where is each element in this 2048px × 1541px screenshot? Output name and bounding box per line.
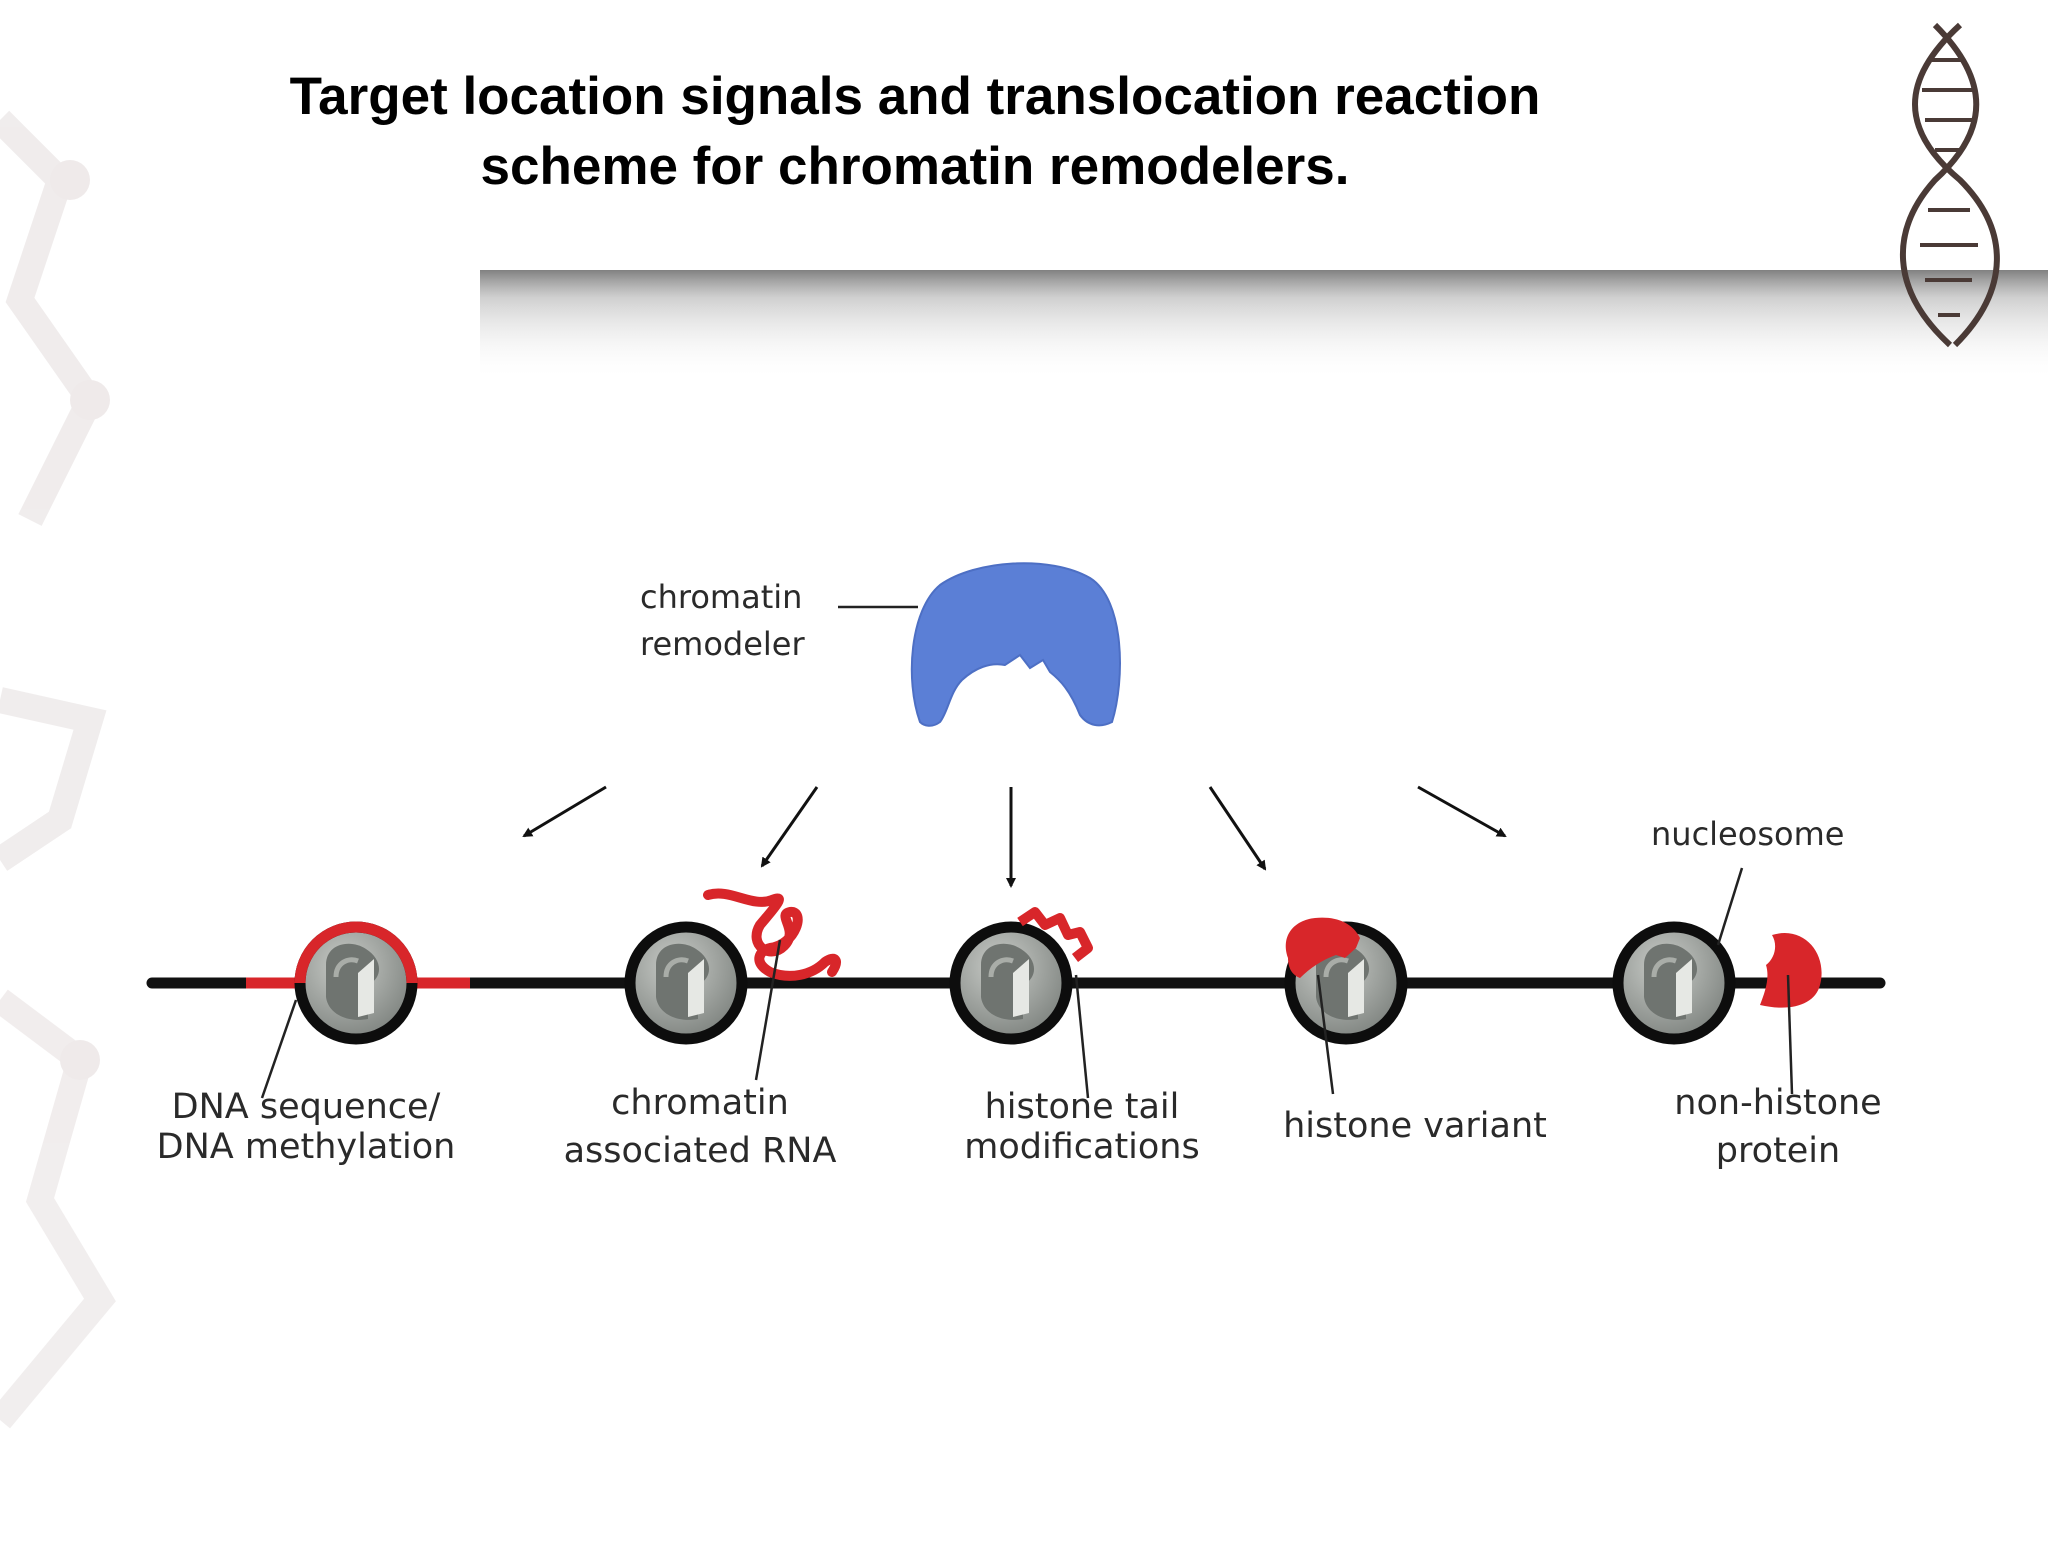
arrow-4 — [1208, 786, 1267, 871]
remodeler-label-line1: chromatin — [640, 578, 802, 616]
slide-title-line1: Target location signals and translocatio… — [289, 67, 1541, 126]
signal-3-label-line2: modifications — [964, 1127, 1199, 1167]
nucleosome-2 — [630, 927, 742, 1039]
slide-title: Target location signals and translocatio… — [160, 62, 1670, 202]
signal-1-label-line2: DNA methylation — [157, 1127, 456, 1167]
nucleosome-3 — [955, 927, 1067, 1039]
rna-strand — [703, 888, 841, 981]
signal-3-label-line1: histone tail — [985, 1087, 1180, 1127]
slide-title-line2: scheme for chromatin remodelers. — [480, 137, 1350, 196]
signal-2-label-line1: chromatin — [611, 1083, 789, 1123]
signal-histone-variant — [1285, 917, 1402, 1095]
signal-1-label-line1: DNA sequence/ — [172, 1087, 441, 1127]
translocation-arrows — [522, 785, 1507, 888]
signal-chromatin-rna — [630, 888, 841, 1081]
nucleosome-label: nucleosome — [1651, 815, 1844, 853]
arrow-5 — [1417, 785, 1507, 838]
tail-modification — [1017, 907, 1093, 962]
non-histone-protein-shape — [1760, 933, 1822, 1008]
header-divider-band — [480, 270, 2048, 380]
signal-non-histone-protein — [1618, 867, 1822, 1095]
arrow-1 — [522, 785, 607, 838]
chromatin-remodeler-shape — [910, 562, 1121, 727]
background-decoration — [0, 110, 116, 1429]
signal-histone-tail — [955, 907, 1093, 1099]
signal-dna-sequence — [246, 927, 470, 1099]
histone-variant-shape — [1285, 917, 1360, 978]
dna-helix-icon — [1899, 22, 2000, 348]
remodeler-label-line2: remodeler — [640, 625, 805, 663]
signal-4-label: histone variant — [1283, 1106, 1547, 1146]
signal-5-label-line2: protein — [1716, 1131, 1840, 1171]
nucleosome-5 — [1618, 927, 1730, 1039]
nucleosome-leader-line — [1716, 867, 1744, 946]
signal-5-label-line1: non-histone — [1674, 1083, 1881, 1123]
arrow-2 — [760, 786, 819, 868]
signal-2-label-line2: associated RNA — [564, 1131, 837, 1171]
